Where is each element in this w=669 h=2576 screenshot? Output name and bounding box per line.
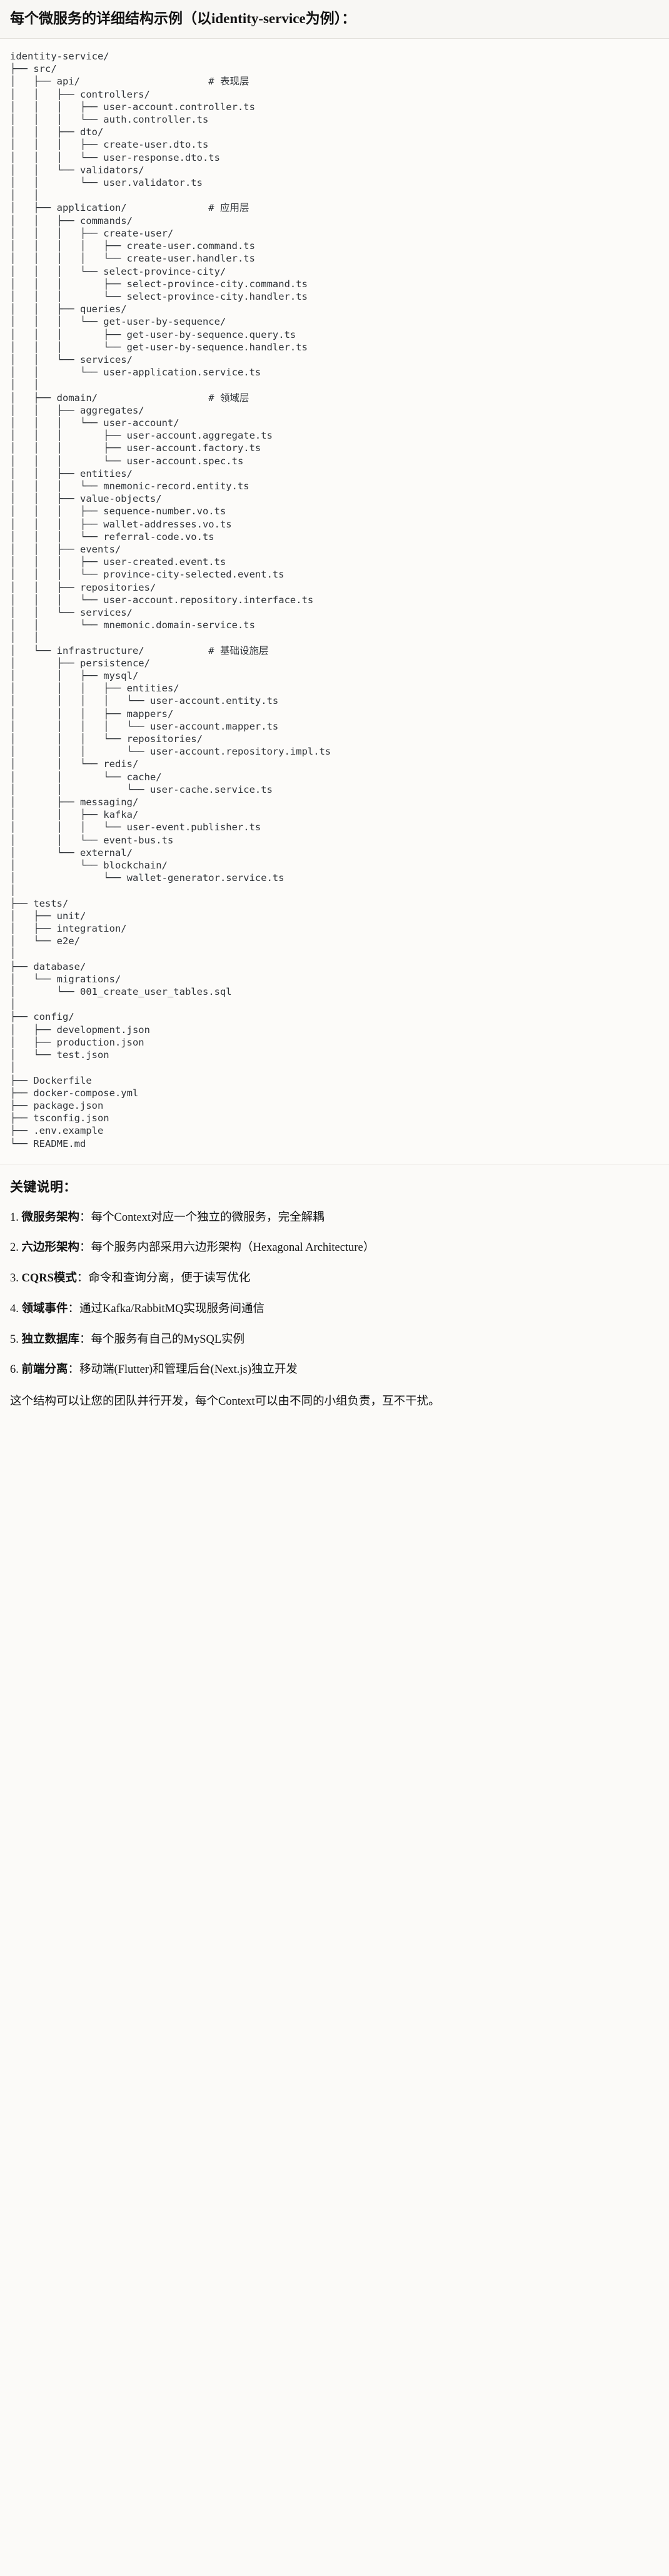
list-item: 领域事件：通过Kafka/RabbitMQ实现服务间通信 [10,1301,659,1318]
note-desc: ：每个服务内部采用六边形架构（Hexagonal Architecture） [79,1241,375,1255]
directory-tree-block: identity-service/ ├── src/ │ ├── api/ # … [0,39,669,1164]
list-item: 微服务架构：每个Context对应一个独立的微服务，完全解耦 [10,1209,659,1227]
note-desc: ：每个服务有自己的MySQL实例 [79,1333,245,1346]
key-notes-section: 关键说明： 微服务架构：每个Context对应一个独立的微服务，完全解耦 六边形… [0,1164,669,1426]
page-root: 每个微服务的详细结构示例（以identity-service为例）： ident… [0,0,669,1426]
note-term: 前端分离 [21,1363,68,1377]
note-term: CQRS模式 [21,1272,77,1285]
list-item: 前端分离：移动端(Flutter)和管理后台(Next.js)独立开发 [10,1362,659,1379]
page-title: 每个微服务的详细结构示例（以identity-service为例）： [10,11,356,26]
note-term: 微服务架构 [21,1211,80,1224]
key-notes-list: 微服务架构：每个Context对应一个独立的微服务，完全解耦 六边形架构：每个服… [10,1209,659,1380]
note-term: 独立数据库 [21,1333,80,1346]
note-desc: ：通过Kafka/RabbitMQ实现服务间通信 [68,1302,264,1315]
list-item: 独立数据库：每个服务有自己的MySQL实例 [10,1331,659,1349]
note-desc: ：每个Context对应一个独立的微服务，完全解耦 [79,1211,324,1224]
list-item: 六边形架构：每个服务内部采用六边形架构（Hexagonal Architectu… [10,1240,659,1257]
key-notes-heading: 关键说明： [10,1179,77,1194]
note-term: 六边形架构 [21,1241,80,1255]
closing-note: 这个结构可以让您的团队并行开发，每个Context可以由不同的小组负责，互不干扰… [10,1395,440,1408]
list-item: CQRS模式：命令和查询分离，便于读写优化 [10,1270,659,1288]
note-desc: ：移动端(Flutter)和管理后台(Next.js)独立开发 [68,1363,298,1377]
directory-tree: identity-service/ ├── src/ │ ├── api/ # … [10,51,331,1149]
note-term: 领域事件 [21,1302,68,1315]
title-bar: 每个微服务的详细结构示例（以identity-service为例）： [0,0,669,39]
note-desc: ：命令和查询分离，便于读写优化 [76,1272,251,1285]
